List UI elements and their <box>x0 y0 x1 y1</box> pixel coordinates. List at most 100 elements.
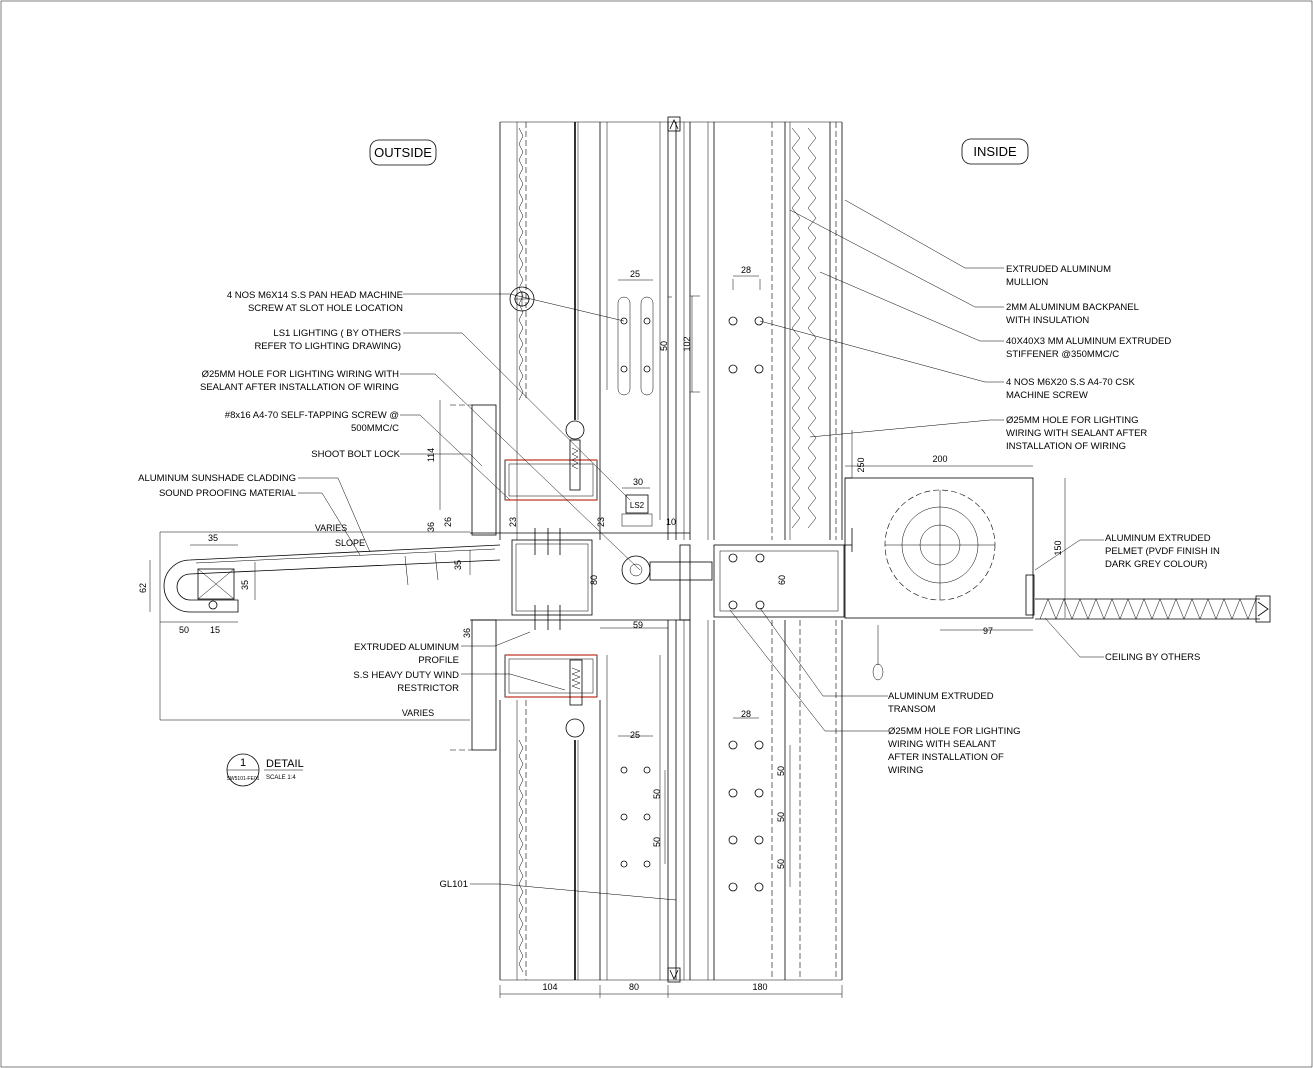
svg-text:OUTSIDE: OUTSIDE <box>374 145 432 160</box>
svg-text:SOUND PROOFING MATERIAL: SOUND PROOFING MATERIAL <box>159 488 296 499</box>
svg-text:28: 28 <box>741 709 751 719</box>
upper-frame <box>499 116 843 540</box>
svg-text:SW5101-FE01: SW5101-FE01 <box>227 776 260 782</box>
callout-csk-screw: 4 NOS M6X20 S.S A4-70 CSK MACHINE SCREW <box>1006 377 1136 401</box>
svg-text:35: 35 <box>453 560 463 570</box>
svg-text:25: 25 <box>630 269 640 279</box>
pan-head-screw <box>509 286 535 312</box>
svg-text:26: 26 <box>443 517 453 527</box>
dimension-lines <box>149 275 1066 998</box>
svg-text:50: 50 <box>652 837 662 847</box>
svg-text:SCALE 1:4: SCALE 1:4 <box>266 775 296 781</box>
leader-lines <box>298 199 1104 901</box>
svg-text:50: 50 <box>776 812 786 822</box>
svg-text:STIFFENER @350MMC/C: STIFFENER @350MMC/C <box>1006 349 1119 360</box>
outside-tag: OUTSIDE <box>369 139 437 166</box>
svg-text:2MM ALUMINUM BACKPANEL: 2MM ALUMINUM BACKPANEL <box>1006 302 1139 313</box>
svg-text:4 NOS M6X14 S.S PAN HEAD MACHI: 4 NOS M6X14 S.S PAN HEAD MACHINE <box>227 290 403 301</box>
svg-text:50: 50 <box>776 766 786 776</box>
callout-pelmet: ALUMINUM EXTRUDED PELMET (PVDF FINISH IN… <box>1105 533 1220 570</box>
svg-text:1: 1 <box>240 757 246 769</box>
svg-text:EXTRUDED ALUMINUM: EXTRUDED ALUMINUM <box>1006 264 1111 275</box>
detail-title-block: 1 SW5101-FE01 DETAIL SCALE 1:4 <box>226 753 304 787</box>
svg-text:MACHINE SCREW: MACHINE SCREW <box>1006 390 1088 401</box>
svg-text:LS2: LS2 <box>630 501 645 510</box>
callout-mullion: EXTRUDED ALUMINUM MULLION <box>1006 264 1111 288</box>
svg-text:28: 28 <box>741 265 751 275</box>
dimension-labels: 25 28 50 102 30 10 250 200 150 97 114 36… <box>138 265 1063 992</box>
svg-text:500MMC/C: 500MMC/C <box>351 423 399 434</box>
svg-text:50: 50 <box>659 341 669 351</box>
pelmet-section <box>844 477 1271 681</box>
svg-text:S.S HEAVY DUTY WIND: S.S HEAVY DUTY WIND <box>353 670 459 681</box>
callout-wiring-hole-right: Ø25MM HOLE FOR LIGHTING WIRING WITH SEAL… <box>1006 415 1147 452</box>
svg-text:40X40X3 MM ALUMINUM EXTRUDED: 40X40X3 MM ALUMINUM EXTRUDED <box>1006 336 1171 347</box>
svg-text:MULLION: MULLION <box>1006 277 1048 288</box>
callout-sound-proofing: SOUND PROOFING MATERIAL <box>159 488 296 499</box>
svg-text:INSIDE: INSIDE <box>973 144 1017 159</box>
svg-text:35: 35 <box>208 533 218 543</box>
svg-text:62: 62 <box>138 583 148 593</box>
svg-text:PELMET (PVDF FINISH IN: PELMET (PVDF FINISH IN <box>1105 546 1220 557</box>
svg-text:SLOPE: SLOPE <box>335 538 365 548</box>
svg-text:150: 150 <box>1053 540 1063 555</box>
svg-text:80: 80 <box>629 982 639 992</box>
svg-text:LS1 LIGHTING ( BY OTHERS: LS1 LIGHTING ( BY OTHERS <box>273 328 401 339</box>
svg-text:59: 59 <box>633 620 643 630</box>
svg-text:INSTALLATION OF WIRING: INSTALLATION OF WIRING <box>1006 441 1126 452</box>
svg-text:AFTER INSTALLATION OF: AFTER INSTALLATION OF <box>888 752 1004 763</box>
svg-text:23: 23 <box>508 517 518 527</box>
svg-text:SHOOT BOLT LOCK: SHOOT BOLT LOCK <box>311 449 400 460</box>
svg-text:Ø25MM HOLE FOR LIGHTING: Ø25MM HOLE FOR LIGHTING <box>1006 415 1139 426</box>
svg-text:50: 50 <box>652 789 662 799</box>
svg-text:WIRING WITH SEALANT AFTER: WIRING WITH SEALANT AFTER <box>1006 428 1147 439</box>
svg-text:15: 15 <box>210 625 220 635</box>
svg-text:TRANSOM: TRANSOM <box>888 704 936 715</box>
svg-text:CEILING BY OTHERS: CEILING BY OTHERS <box>1105 652 1200 663</box>
svg-text:180: 180 <box>752 982 767 992</box>
svg-text:#8x16 A4-70 SELF-TAPPING SCREW: #8x16 A4-70 SELF-TAPPING SCREW @ <box>225 410 399 421</box>
svg-text:WITH INSULATION: WITH INSULATION <box>1006 315 1089 326</box>
svg-text:250: 250 <box>856 457 866 472</box>
svg-text:102: 102 <box>682 336 692 351</box>
svg-text:104: 104 <box>542 982 557 992</box>
callout-wiring-hole-bottom: Ø25MM HOLE FOR LIGHTING WIRING WITH SEAL… <box>888 726 1021 776</box>
callout-stiffener: 40X40X3 MM ALUMINUM EXTRUDED STIFFENER @… <box>1006 336 1171 360</box>
svg-text:80: 80 <box>589 575 599 585</box>
svg-text:4 NOS M6X20 S.S A4-70 CSK: 4 NOS M6X20 S.S A4-70 CSK <box>1006 377 1136 388</box>
svg-text:50: 50 <box>776 859 786 869</box>
svg-text:ALUMINUM EXTRUDED: ALUMINUM EXTRUDED <box>1105 533 1211 544</box>
svg-text:DETAIL: DETAIL <box>266 758 304 770</box>
svg-text:Ø25MM HOLE FOR LIGHTING WIRING: Ø25MM HOLE FOR LIGHTING WIRING WITH <box>202 369 400 380</box>
callout-sunshade-cladding: ALUMINUM SUNSHADE CLADDING <box>138 473 296 484</box>
mullion-screws-top <box>728 279 764 374</box>
svg-text:25: 25 <box>630 730 640 740</box>
callout-wiring-hole-left: Ø25MM HOLE FOR LIGHTING WIRING WITH SEAL… <box>200 369 399 393</box>
callout-shoot-bolt: SHOOT BOLT LOCK <box>311 449 400 460</box>
inside-tag: INSIDE <box>961 138 1029 165</box>
svg-text:RESTRICTOR: RESTRICTOR <box>397 683 459 694</box>
svg-text:SEALANT AFTER INSTALLATION OF: SEALANT AFTER INSTALLATION OF WIRING <box>200 382 399 393</box>
svg-text:10: 10 <box>666 517 676 527</box>
callout-backpanel: 2MM ALUMINUM BACKPANEL WITH INSULATION <box>1006 302 1139 326</box>
svg-text:36: 36 <box>426 522 436 532</box>
svg-text:VARIES: VARIES <box>402 708 434 718</box>
svg-text:23: 23 <box>596 517 606 527</box>
svg-text:DARK GREY COLOUR): DARK GREY COLOUR) <box>1105 559 1207 570</box>
svg-text:Ø25MM HOLE FOR LIGHTING: Ø25MM HOLE FOR LIGHTING <box>888 726 1021 737</box>
svg-text:200: 200 <box>932 454 947 464</box>
lower-frame <box>499 620 843 983</box>
svg-text:50: 50 <box>179 625 189 635</box>
svg-text:ALUMINUM EXTRUDED: ALUMINUM EXTRUDED <box>888 691 994 702</box>
svg-text:ALUMINUM SUNSHADE CLADDING: ALUMINUM SUNSHADE CLADDING <box>138 473 296 484</box>
svg-text:36: 36 <box>462 628 472 638</box>
sunshade-cladding <box>163 544 501 613</box>
svg-text:PROFILE: PROFILE <box>418 655 459 666</box>
callout-ceiling: CEILING BY OTHERS <box>1105 652 1200 663</box>
transom-zone: LS2 <box>450 404 853 751</box>
svg-text:GL101: GL101 <box>439 879 468 890</box>
svg-text:97: 97 <box>983 626 993 636</box>
